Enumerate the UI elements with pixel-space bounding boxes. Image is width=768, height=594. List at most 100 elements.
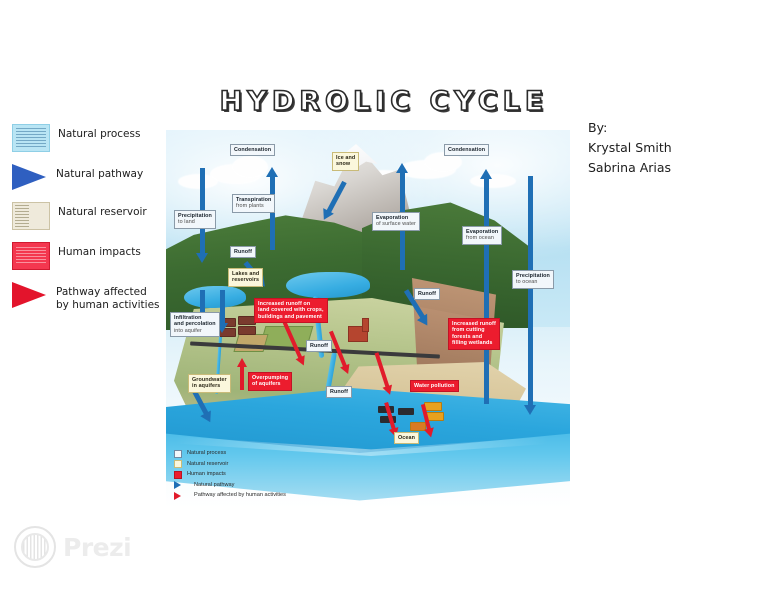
inner-legend-label: Pathway affected by human activities xyxy=(194,492,286,498)
legend-item-natural-process[interactable]: Natural process xyxy=(12,124,172,152)
inner-legend-label: Human impacts xyxy=(187,471,226,477)
byline-author-2: Sabrina Arias xyxy=(588,160,672,175)
inner-legend-row-pathway-affected: Pathway affected by human activities xyxy=(174,491,354,500)
inner-legend-row-natural-reservoir: Natural reservoir xyxy=(174,460,354,468)
farm-building xyxy=(238,326,256,335)
callout-condensation-right[interactable]: Condensation xyxy=(444,144,490,157)
callout-title-2: reservoirs xyxy=(232,277,260,284)
callout-precipitation-to-land[interactable]: Precipitation to land xyxy=(174,210,216,229)
percolation-arrow xyxy=(216,290,228,333)
prezi-wordmark: Prezi xyxy=(63,532,132,562)
cloud-icon xyxy=(424,152,462,172)
cloud-icon xyxy=(232,156,268,178)
inner-legend-row-natural-process: Natural process xyxy=(174,449,354,458)
callout-title: Precipitation xyxy=(516,273,550,279)
callout-title-2: snow xyxy=(336,161,351,168)
callout-condensation-left[interactable]: Condensation xyxy=(230,144,276,157)
callout-runoff-4[interactable]: Runoff xyxy=(326,386,352,399)
inner-legend-label: Natural pathway xyxy=(194,481,235,488)
inner-legend-label: Natural reservoir xyxy=(187,460,229,467)
callout-subtitle: from ocean xyxy=(466,235,494,242)
callout-title: Lakes and xyxy=(232,271,260,277)
legend-label: Natural process xyxy=(58,128,141,140)
side-legend: Natural process Natural pathway Natural … xyxy=(12,124,172,324)
callout-title: Runoff xyxy=(234,249,252,255)
callout-ocean[interactable]: Ocean xyxy=(394,432,419,445)
callout-subtitle: to land xyxy=(178,219,195,226)
human-impacts-swatch-icon xyxy=(174,470,182,479)
natural-process-thumbnail-icon xyxy=(12,124,50,152)
callout-increased-runoff-land[interactable]: Increased runoff on land covered with cr… xyxy=(254,298,328,324)
transpiration-arrow xyxy=(266,167,278,250)
parked-vehicle xyxy=(398,408,414,415)
storage-tank xyxy=(424,402,442,411)
callout-title: Evaporation xyxy=(466,229,499,235)
callout-evaporation-of-surface-water[interactable]: Evaporation of surface water xyxy=(372,212,420,231)
legend-label: Natural reservoir xyxy=(58,206,147,218)
callout-title: Overpumping xyxy=(252,375,289,381)
legend-label-line-2: by human activities xyxy=(56,299,160,311)
blue-triangle-icon xyxy=(12,164,46,190)
legend-label: Natural pathway xyxy=(56,168,144,180)
callout-title: Precipitation xyxy=(178,213,212,219)
callout-runoff-2[interactable]: Runoff xyxy=(306,340,332,353)
inner-legend-row-natural-pathway: Natural pathway xyxy=(174,481,354,489)
callout-title-2: of aquifers xyxy=(252,381,281,388)
legend-item-pathway-affected[interactable]: Pathway affected by human activities xyxy=(12,282,172,312)
human-impacts-thumbnail-icon xyxy=(12,242,50,270)
cloud-icon xyxy=(470,174,516,188)
callout-infiltration-and-percolation[interactable]: Infiltration and percolation into aquife… xyxy=(170,312,220,338)
factory-stack xyxy=(362,318,369,332)
legend-item-natural-pathway[interactable]: Natural pathway xyxy=(12,164,172,190)
callout-increased-runoff-forests[interactable]: Increased runoff from cutting forests an… xyxy=(448,318,500,350)
hydrologic-cycle-diagram[interactable]: Condensation Condensation Transpiration … xyxy=(166,130,570,508)
natural-reservoir-thumbnail-icon xyxy=(12,202,50,230)
callout-groundwater[interactable]: Groundwater in aquifers xyxy=(188,374,231,393)
callout-title-3: forests and xyxy=(452,333,483,340)
red-triangle-icon xyxy=(12,282,46,308)
diagram-inner-legend: Natural process Natural reservoir Human … xyxy=(174,449,354,503)
callout-transpiration[interactable]: Transpiration from plants xyxy=(232,194,276,213)
callout-title: Runoff xyxy=(330,389,348,395)
callout-title-4: filling wetlands xyxy=(452,340,493,347)
prezi-logo-icon xyxy=(14,526,56,568)
callout-title: Increased runoff on xyxy=(258,301,311,307)
callout-title: Evaporation xyxy=(376,215,409,221)
legend-label: Human impacts xyxy=(58,246,141,258)
legend-item-natural-reservoir[interactable]: Natural reservoir xyxy=(12,202,172,230)
natural-pathway-triangle-icon xyxy=(174,481,189,489)
overpumping-arrow xyxy=(240,366,244,390)
inner-legend-label: Natural process xyxy=(187,450,227,456)
callout-title: Condensation xyxy=(234,147,272,153)
pathway-affected-thumbnail-icon xyxy=(12,282,48,308)
callout-runoff-3[interactable]: Runoff xyxy=(414,288,440,301)
lake-right xyxy=(286,272,370,298)
lake-left xyxy=(184,286,246,308)
callout-subtitle: of surface water xyxy=(376,221,416,228)
callout-water-pollution[interactable]: Water pollution xyxy=(410,380,459,393)
callout-title-2: and percolation xyxy=(174,321,216,328)
callout-lakes-and-reservoirs[interactable]: Lakes and reservoirs xyxy=(228,268,264,287)
legend-item-human-impacts[interactable]: Human impacts xyxy=(12,242,172,270)
prezi-watermark[interactable]: Prezi xyxy=(14,526,132,568)
byline-prefix: By: xyxy=(588,120,608,135)
natural-process-swatch-icon xyxy=(174,449,182,458)
callout-precipitation-to-ocean[interactable]: Precipitation to ocean xyxy=(512,270,554,289)
natural-reservoir-swatch-icon xyxy=(174,460,182,468)
callout-title: Runoff xyxy=(418,291,436,297)
evaporation-from-ocean-arrow xyxy=(480,169,492,404)
callout-title: Infiltration xyxy=(174,315,202,321)
callout-title: Condensation xyxy=(448,147,486,153)
callout-title: Transpiration xyxy=(236,197,272,203)
callout-overpumping[interactable]: Overpumping of aquifers xyxy=(248,372,293,391)
callout-subtitle: to ocean xyxy=(516,279,538,286)
legend-label: Pathway affected by human activities xyxy=(56,282,160,312)
inner-legend-row-human-impacts: Human impacts xyxy=(174,470,354,479)
callout-evaporation-from-ocean[interactable]: Evaporation from ocean xyxy=(462,226,503,245)
callout-title: Increased runoff xyxy=(452,321,496,327)
callout-subtitle: from plants xyxy=(236,203,264,210)
callout-title-2: from cutting xyxy=(452,327,485,334)
byline-author-1: Krystal Smith xyxy=(588,140,672,155)
callout-runoff-1[interactable]: Runoff xyxy=(230,246,256,259)
callout-ice-and-snow[interactable]: Ice and snow xyxy=(332,152,360,171)
